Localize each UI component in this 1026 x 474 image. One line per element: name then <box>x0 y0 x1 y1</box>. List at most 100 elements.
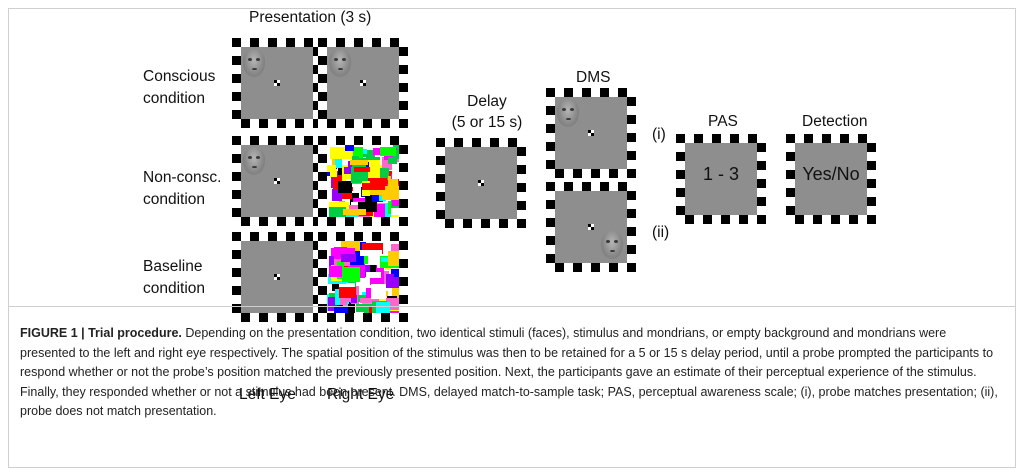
checker-square <box>313 101 322 110</box>
checker-square <box>336 313 345 322</box>
checker-square <box>390 217 399 226</box>
checker-square <box>268 38 277 47</box>
checker-square <box>313 92 322 101</box>
checker-square <box>618 263 627 272</box>
checker-square <box>268 313 277 322</box>
checker-square <box>517 210 526 219</box>
checker-square <box>304 136 313 145</box>
left-eye-board-nonconscious <box>232 136 322 226</box>
checker-square <box>804 215 813 224</box>
checker-square <box>354 119 363 128</box>
dms-board-match <box>546 88 636 178</box>
checker-square <box>517 165 526 174</box>
checker-square <box>232 208 241 217</box>
checker-square <box>277 136 286 145</box>
checker-square <box>313 47 322 56</box>
checker-square <box>786 161 795 170</box>
checker-square <box>786 143 795 152</box>
checker-square <box>600 263 609 272</box>
gray-screen <box>555 97 627 169</box>
checker-square <box>345 136 354 145</box>
checker-square <box>600 88 609 97</box>
checker-square <box>867 206 876 215</box>
checker-square <box>345 217 354 226</box>
checker-square <box>399 145 408 154</box>
checker-square <box>313 268 322 277</box>
checker-square <box>517 201 526 210</box>
checker-square <box>318 163 327 172</box>
checker-square <box>399 232 408 241</box>
checker-square <box>627 236 636 245</box>
checker-square <box>399 217 408 226</box>
face-stimulus <box>243 147 265 175</box>
checker-square <box>390 232 399 241</box>
checker-square <box>748 215 757 224</box>
dms-ii-label: (ii) <box>652 224 670 241</box>
checker-square <box>318 47 327 56</box>
checker-square <box>627 142 636 151</box>
checker-square <box>399 172 408 181</box>
checker-square <box>591 182 600 191</box>
checker-square <box>436 201 445 210</box>
checker-square <box>676 188 685 197</box>
checker-square <box>336 136 345 145</box>
checker-square <box>786 197 795 206</box>
checker-square <box>399 74 408 83</box>
checker-square <box>232 241 241 250</box>
checker-square <box>786 206 795 215</box>
gray-screen <box>327 47 399 119</box>
checker-square <box>259 38 268 47</box>
checker-square <box>499 219 508 228</box>
checker-square <box>508 219 517 228</box>
checker-square <box>268 136 277 145</box>
checker-square <box>564 169 573 178</box>
checker-square <box>313 259 322 268</box>
checker-square <box>849 215 858 224</box>
checker-square <box>354 136 363 145</box>
checker-square <box>546 254 555 263</box>
presentation-title: Presentation (3 s) <box>249 9 372 26</box>
checker-square <box>313 199 322 208</box>
condition-baseline-line1: Baseline <box>143 258 203 275</box>
checker-square <box>757 179 766 188</box>
checker-square <box>757 206 766 215</box>
checker-square <box>399 190 408 199</box>
checker-square <box>618 169 627 178</box>
checker-square <box>390 119 399 128</box>
checker-square <box>618 88 627 97</box>
checker-square <box>546 218 555 227</box>
right-eye-board-baseline <box>318 232 408 322</box>
checker-square <box>436 156 445 165</box>
detection-value: Yes/No <box>802 164 860 184</box>
checker-square <box>318 250 327 259</box>
checker-square <box>318 208 327 217</box>
checker-square <box>232 250 241 259</box>
checker-square <box>463 138 472 147</box>
checker-square <box>399 181 408 190</box>
checker-square <box>454 219 463 228</box>
checker-square <box>381 136 390 145</box>
checker-square <box>313 38 322 47</box>
checker-square <box>399 101 408 110</box>
checker-square <box>436 147 445 156</box>
checker-square <box>336 217 345 226</box>
checker-square <box>381 217 390 226</box>
mondrian-mask <box>327 241 399 313</box>
checker-square <box>676 197 685 206</box>
checker-square <box>517 174 526 183</box>
checker-square <box>318 277 327 286</box>
checker-square <box>676 206 685 215</box>
checker-square <box>867 143 876 152</box>
checker-square <box>372 119 381 128</box>
checker-square <box>609 263 618 272</box>
checker-square <box>354 313 363 322</box>
gray-screen <box>795 143 867 215</box>
checker-square <box>546 142 555 151</box>
checker-square <box>517 219 526 228</box>
checker-square <box>546 263 555 272</box>
checker-square <box>313 145 322 154</box>
checker-square <box>582 169 591 178</box>
checker-square <box>609 169 618 178</box>
checker-square <box>490 219 499 228</box>
checker-square <box>304 232 313 241</box>
